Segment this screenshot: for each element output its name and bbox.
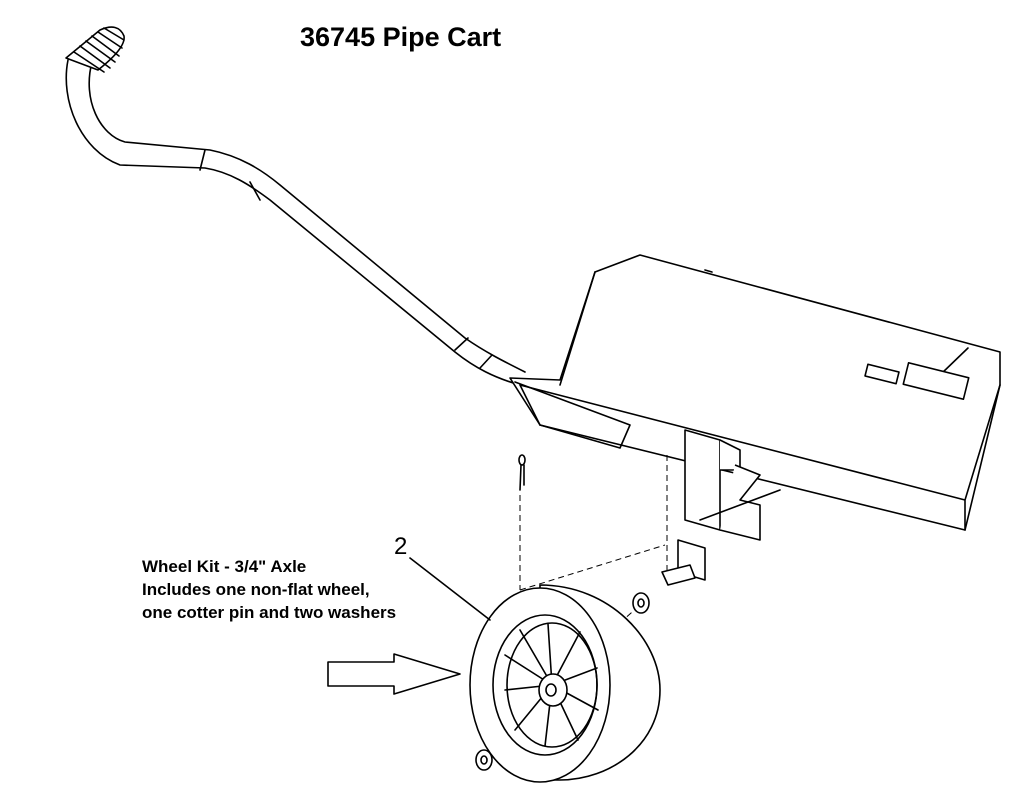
callout-number: 2 — [394, 533, 408, 560]
arrow-icon — [327, 653, 461, 695]
washer-outer — [475, 749, 493, 771]
cart-tray — [509, 254, 1001, 531]
washer-inner — [632, 592, 650, 614]
wheel-kit-desc-1: Includes one non-flat wheel, — [142, 580, 370, 599]
assembly-guides — [519, 455, 668, 691]
handle-grip — [65, 26, 125, 73]
wheel — [469, 584, 661, 783]
cotter-pin — [518, 454, 526, 491]
handle — [65, 59, 526, 386]
callout-leader — [409, 557, 491, 621]
wheel-kit-desc-2: one cotter pin and two washers — [142, 603, 397, 622]
wheel-kit-title: Wheel Kit - 3/4" Axle — [142, 557, 307, 576]
axle-bracket — [661, 429, 781, 586]
page-title: 36745 Pipe Cart — [300, 22, 502, 52]
